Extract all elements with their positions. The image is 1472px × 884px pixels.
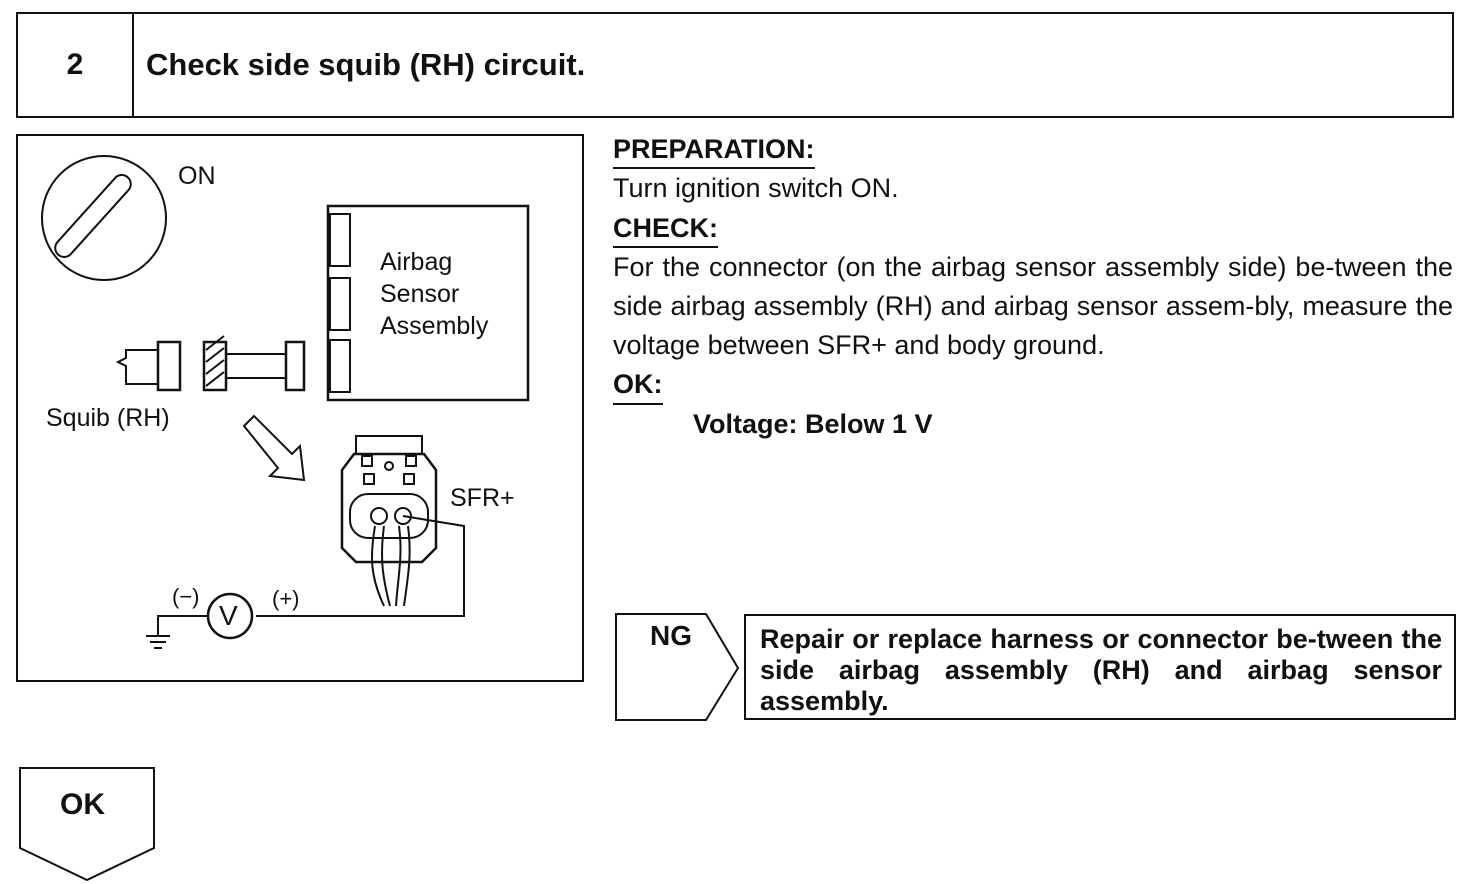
- check-heading: CHECK:: [613, 212, 718, 248]
- terminal-sfr-label: SFR+: [450, 484, 515, 512]
- sensor-label-line-2: Sensor: [380, 280, 460, 308]
- ignition-switch-icon: [41, 155, 167, 281]
- step-number: 2: [18, 14, 134, 116]
- sensor-label-line-1: Airbag: [380, 248, 453, 276]
- ok-label: OK: [60, 788, 105, 821]
- preparation-text: Turn ignition switch ON.: [613, 173, 899, 204]
- preparation-heading: PREPARATION:: [613, 133, 815, 170]
- sensor-side-connector-icon: [340, 435, 438, 607]
- voltmeter-symbol: V: [219, 600, 238, 631]
- ng-action-box: Repair or replace harness or connector b…: [744, 614, 1456, 720]
- ok-arrow-icon: [19, 767, 155, 882]
- circuit-diagram: ON Airbag Sensor Assembly Squib (RH) SFR…: [16, 134, 584, 682]
- squib-connector-icon: [115, 335, 306, 392]
- step-title: Check side squib (RH) circuit.: [146, 47, 586, 82]
- sensor-assembly-label: Airbag Sensor Assembly: [380, 246, 488, 342]
- ok-voltage-value: Voltage: Below 1 V: [693, 408, 933, 439]
- instruction-block: PREPARATION: Turn ignition switch ON. CH…: [613, 130, 1453, 444]
- diagram-drawing: [41, 155, 530, 649]
- ng-label: NG: [650, 620, 692, 651]
- airbag-sensor-assembly-icon: [326, 204, 530, 402]
- ignition-on-label: ON: [178, 162, 216, 190]
- ok-heading: OK:: [613, 368, 663, 405]
- check-text: For the connector (on the airbag sensor …: [613, 251, 1453, 361]
- direction-arrow-icon: [242, 414, 306, 482]
- squib-label: Squib (RH): [46, 404, 170, 432]
- step-header: 2 Check side squib (RH) circuit.: [16, 12, 1454, 118]
- sensor-label-line-3: Assembly: [380, 312, 489, 340]
- voltmeter-wiring-icon: [146, 515, 465, 649]
- ng-arrow-icon: [615, 613, 740, 721]
- meter-minus-label: (−): [172, 584, 200, 609]
- meter-plus-label: (+): [272, 586, 300, 611]
